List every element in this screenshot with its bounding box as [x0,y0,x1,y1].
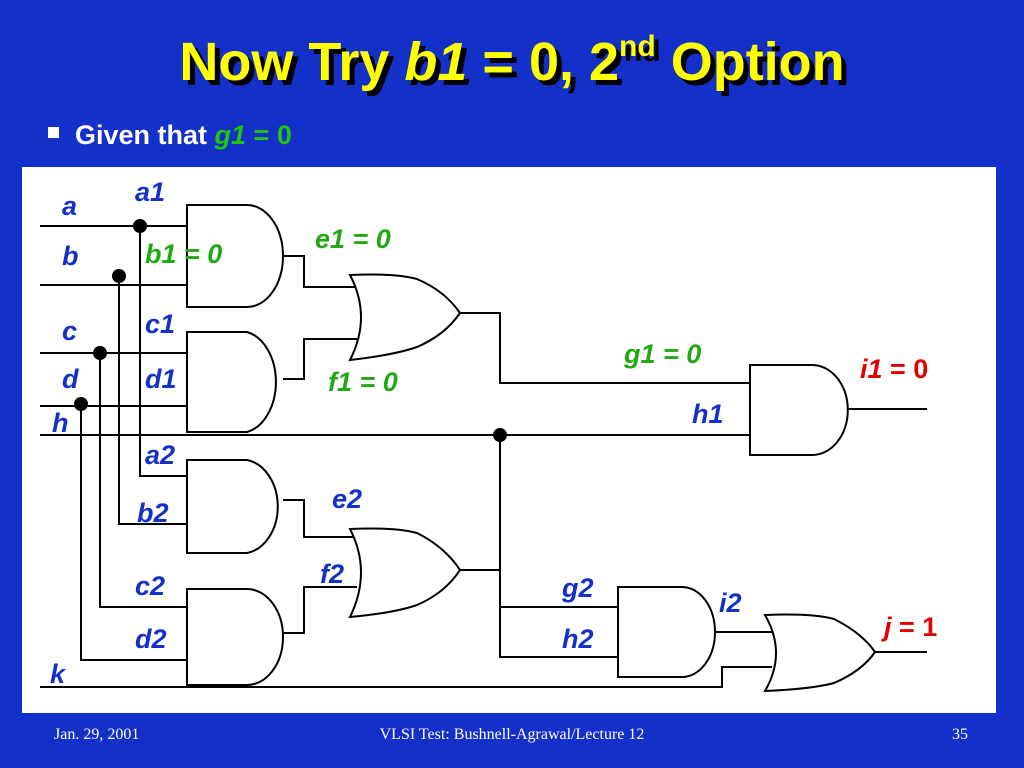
label-b2: b2 [137,498,169,528]
label-h2: h2 [562,624,594,654]
label-g2: g2 [561,573,594,603]
label-c1: c1 [145,309,175,339]
wire-f1 [283,338,357,380]
bullet-condition: g1 = 0 [215,120,292,150]
input-label-b: b [62,241,79,271]
label-g1: g1 = 0 [623,339,701,369]
junction-a [133,219,147,233]
logic-circuit-diagram: a b c d h k a1 b1 = 0 c1 d1 a2 b2 c2 d2 … [40,177,937,693]
square-bullet-icon [48,127,59,138]
title-sup: nd [619,30,656,63]
label-f1: f1 = 0 [328,367,398,397]
footer-date: Jan. 29, 2001 [54,726,140,743]
output-j-var: j [881,612,892,642]
bullet-item: Given that g1 = 0 [48,120,292,151]
label-a1: a1 [135,177,165,207]
and-gate-i1 [749,364,849,456]
input-label-k: k [50,659,67,689]
input-label-h: h [52,408,69,438]
wire-f2 [283,586,357,634]
or-gate-g1 [348,273,462,362]
or-gate-j [763,613,877,693]
and-gate-f2 [186,588,284,686]
branch-c [99,353,187,608]
wire-h-branch [499,435,618,658]
output-i1-val: = 0 [883,354,929,384]
wire-e2 [283,499,357,538]
label-b1: b1 = 0 [145,239,222,269]
label-d2: d2 [135,624,167,654]
wire-e1 [283,255,357,288]
wire-g1 [460,312,750,384]
and-gate-e1 [186,204,284,308]
bullet-suffix: = 0 [246,120,292,150]
and-gate-e2 [186,459,279,554]
label-a2: a2 [145,440,175,470]
junction-c [93,346,107,360]
title-var: b1 [404,32,468,92]
title-prefix: Now Try [179,32,405,92]
input-label-d: d [62,364,79,394]
label-f2: f2 [320,559,344,589]
branch-a [139,226,187,477]
or-gate-g2 [348,527,462,619]
bullet-var: g1 [214,120,247,150]
output-i1: i1 = 0 [860,354,928,384]
bullet-prefix: Given that [75,120,215,150]
wire-k-in [40,666,772,688]
output-j-val: = 1 [892,612,938,642]
footer-course: VLSI Test: Bushnell-Agrawal/Lecture 12 [379,726,645,743]
junction-h [493,428,507,442]
output-i1-var: i1 [860,354,883,384]
title-middle: = 0, 2 [467,32,620,92]
label-i2: i2 [719,588,742,618]
label-c2: c2 [135,571,165,601]
branch-d [80,406,187,661]
junction-d [74,397,88,411]
label-e1: e1 = 0 [315,224,391,254]
footer-page-number: 35 [952,726,968,743]
and-gate-f1 [186,331,277,433]
input-label-c: c [62,316,77,346]
input-label-a: a [62,191,77,221]
label-e2: e2 [332,484,362,514]
output-j: j = 1 [881,612,937,642]
label-h1: h1 [692,399,724,429]
label-d1: d1 [145,364,177,394]
and-gate-i2 [617,586,716,678]
slide-title: Now Try b1 = 0, 2nd Option [0,30,1024,93]
title-suffix: Option [655,32,845,92]
circuit-panel: a b c d h k a1 b1 = 0 c1 d1 a2 b2 c2 d2 … [22,167,996,713]
branch-b [118,276,187,525]
wire-g2 [460,569,618,608]
junction-b [112,269,126,283]
